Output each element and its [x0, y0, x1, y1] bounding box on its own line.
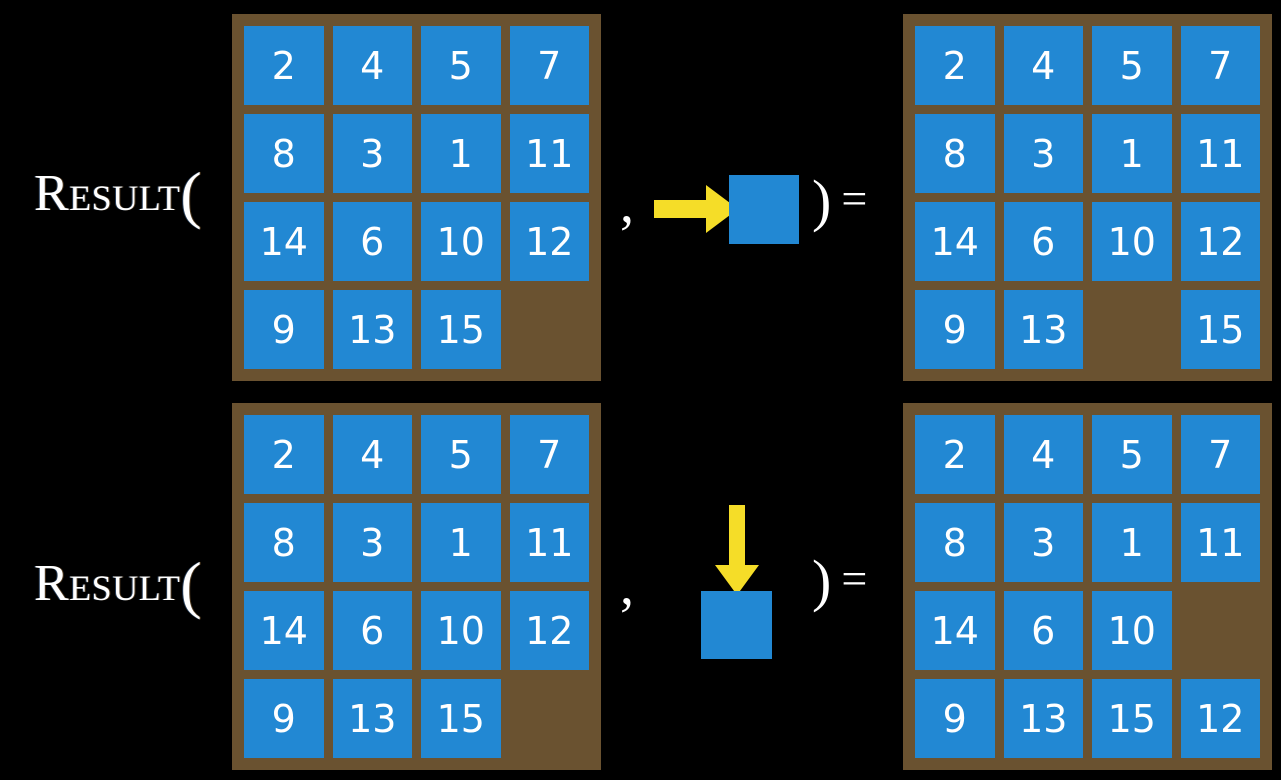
puzzle-tile[interactable]: 1: [1092, 503, 1172, 582]
puzzle-tile[interactable]: 12: [1180, 202, 1260, 281]
puzzle-tile[interactable]: 2: [244, 415, 324, 494]
puzzle-tile[interactable]: 8: [244, 503, 324, 582]
puzzle-blank-cell: [1092, 290, 1172, 369]
puzzle-tile[interactable]: 12: [509, 202, 589, 281]
puzzle-tile[interactable]: 11: [1180, 503, 1260, 582]
puzzle-tile[interactable]: 3: [332, 114, 412, 193]
puzzle-tile[interactable]: 10: [421, 591, 501, 670]
equals-sign: =: [841, 173, 868, 224]
puzzle-tile[interactable]: 9: [244, 679, 324, 758]
moving-tile-top: [729, 175, 799, 244]
puzzle-tile[interactable]: 3: [1003, 503, 1083, 582]
arrow-down-icon: [714, 505, 760, 602]
puzzle-blank-cell: [510, 679, 590, 758]
puzzle-tile[interactable]: 3: [1003, 114, 1083, 193]
puzzle-tile[interactable]: 15: [1092, 679, 1172, 758]
puzzle-tile[interactable]: 8: [915, 114, 995, 193]
puzzle-tile[interactable]: 5: [1092, 26, 1172, 105]
puzzle-tile[interactable]: 8: [915, 503, 995, 582]
puzzle-tile[interactable]: 2: [915, 415, 995, 494]
puzzle-tile[interactable]: 11: [509, 114, 589, 193]
puzzle-tile[interactable]: 6: [1003, 591, 1083, 670]
puzzle-tile[interactable]: 15: [421, 679, 501, 758]
puzzle-tile[interactable]: 5: [421, 26, 501, 105]
comma-separator-top: ,: [620, 173, 634, 235]
puzzle-blank-cell: [1181, 591, 1261, 670]
close-paren-equals-top: )=: [812, 172, 867, 230]
puzzle-tile[interactable]: 13: [332, 679, 412, 758]
moving-tile-bottom: [701, 591, 772, 659]
puzzle-tile[interactable]: 6: [1003, 202, 1083, 281]
puzzle-tile[interactable]: 5: [421, 415, 501, 494]
result-word: Result: [34, 555, 181, 612]
puzzle-tile[interactable]: 10: [1092, 202, 1172, 281]
puzzle-tile[interactable]: 1: [421, 114, 501, 193]
arrow-right-icon: [654, 183, 740, 240]
puzzle-tile[interactable]: 1: [1092, 114, 1172, 193]
puzzle-tile[interactable]: 5: [1092, 415, 1172, 494]
puzzle-tile[interactable]: 9: [915, 679, 995, 758]
open-paren: (: [180, 549, 203, 620]
puzzle-tile[interactable]: 10: [1092, 591, 1172, 670]
puzzle-tile[interactable]: 9: [915, 290, 995, 369]
puzzle-tile[interactable]: 14: [244, 591, 324, 670]
puzzle-tile[interactable]: 13: [1003, 679, 1083, 758]
puzzle-tile[interactable]: 4: [332, 415, 412, 494]
puzzle-tile[interactable]: 15: [1180, 290, 1260, 369]
puzzle-tile[interactable]: 11: [509, 503, 589, 582]
puzzle-tile[interactable]: 13: [1003, 290, 1083, 369]
puzzle-tile[interactable]: 13: [332, 290, 412, 369]
puzzle-tile[interactable]: 15: [421, 290, 501, 369]
puzzle-tile[interactable]: 10: [421, 202, 501, 281]
open-paren: (: [180, 159, 203, 230]
puzzle-tile[interactable]: 6: [332, 202, 412, 281]
puzzle-tile[interactable]: 4: [1003, 26, 1083, 105]
comma-separator-bottom: ,: [620, 555, 634, 617]
puzzle-tile[interactable]: 11: [1180, 114, 1260, 193]
puzzle-tile[interactable]: 14: [915, 202, 995, 281]
puzzle-tile[interactable]: 2: [915, 26, 995, 105]
puzzle-tile[interactable]: 6: [332, 591, 412, 670]
equals-sign: =: [841, 553, 868, 604]
puzzle-tile[interactable]: 3: [332, 503, 412, 582]
result-word: Result: [34, 165, 181, 222]
puzzle-tile[interactable]: 12: [509, 591, 589, 670]
puzzle-tile[interactable]: 7: [1180, 26, 1260, 105]
puzzle-tile[interactable]: 4: [332, 26, 412, 105]
result-function-label: Result(: [34, 163, 202, 227]
puzzle-tile[interactable]: 1: [421, 503, 501, 582]
close-paren: ): [812, 168, 832, 233]
puzzle-tile[interactable]: 7: [1180, 415, 1260, 494]
close-paren-equals-bottom: )=: [812, 552, 867, 610]
puzzle-tile[interactable]: 7: [509, 415, 589, 494]
puzzle-tile[interactable]: 8: [244, 114, 324, 193]
puzzle-blank-cell: [510, 290, 590, 369]
puzzle-tile[interactable]: 9: [244, 290, 324, 369]
puzzle-tile[interactable]: 14: [915, 591, 995, 670]
close-paren: ): [812, 548, 832, 613]
puzzle-tile[interactable]: 14: [244, 202, 324, 281]
puzzle-tile[interactable]: 2: [244, 26, 324, 105]
puzzle-tile[interactable]: 7: [509, 26, 589, 105]
puzzle-tile[interactable]: 4: [1003, 415, 1083, 494]
puzzle-tile[interactable]: 12: [1180, 679, 1260, 758]
result-function-label: Result(: [34, 553, 202, 617]
